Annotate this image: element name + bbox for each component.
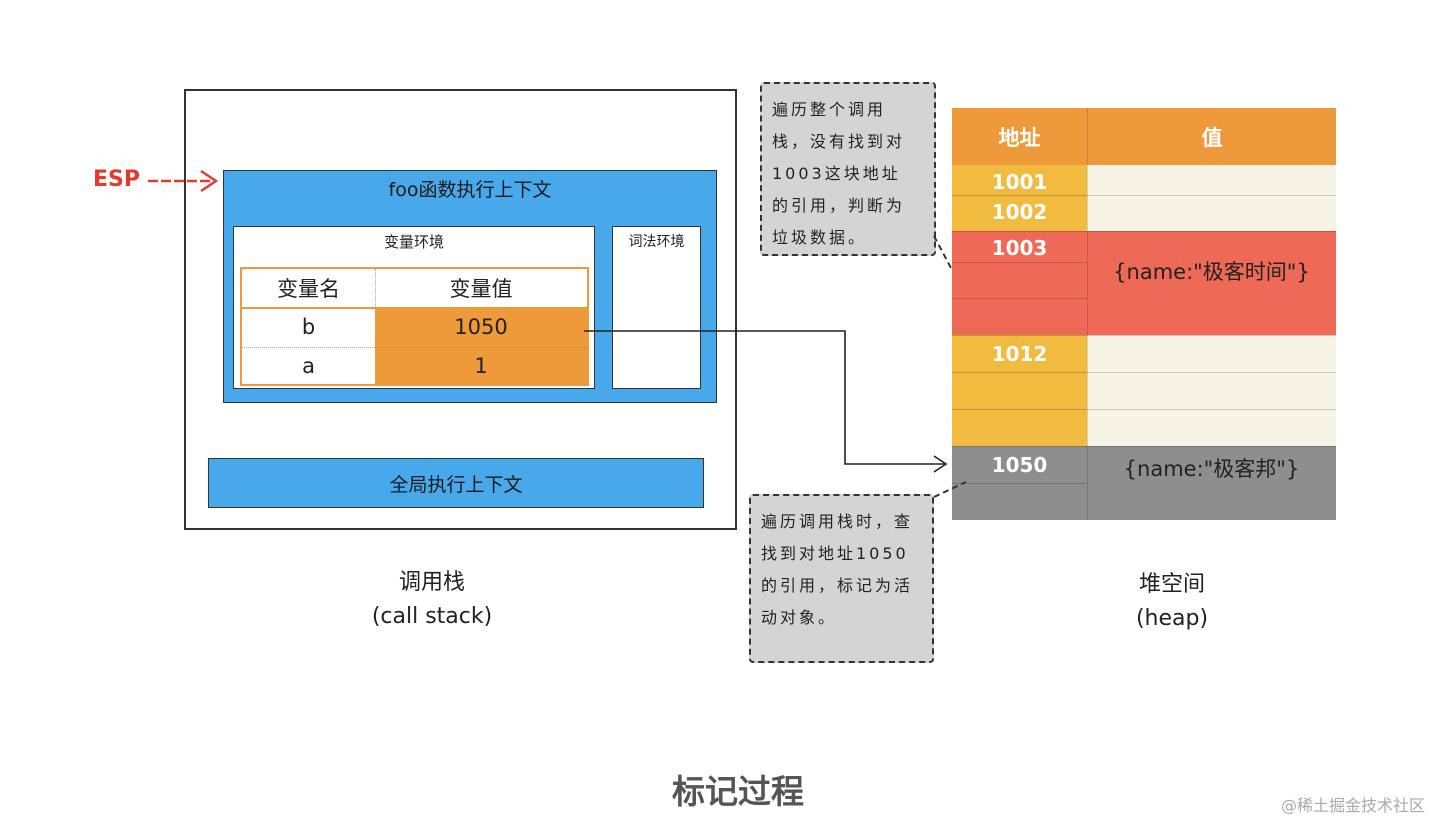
- heap-value-1050: {name:"极客邦"}: [1123, 457, 1300, 481]
- heap-row-line: [952, 262, 1087, 263]
- heap-value-1003: {name:"极客时间"}: [1113, 260, 1310, 284]
- heap-caption-cn: 堆空间: [1138, 572, 1205, 597]
- callout-line: 垃圾数据。: [772, 228, 868, 247]
- global-context-title: 全局执行上下文: [389, 473, 523, 496]
- heap-address-1001: 1001: [991, 170, 1048, 194]
- reference-arrow-head: [933, 455, 948, 473]
- callout-top-tail: [933, 235, 952, 269]
- global-execution-context: 全局执行上下文: [208, 458, 704, 508]
- heap-block-1002-address-cell: [952, 195, 1087, 231]
- table-divider: [242, 307, 587, 309]
- diagram-title: 标记过程: [672, 772, 804, 811]
- heap-row-line: [952, 231, 1336, 232]
- watermark: @稀土掘金技术社区: [1280, 796, 1425, 815]
- heap-row-line: [952, 483, 1087, 484]
- heap-block-1001-value-cell: [1087, 165, 1336, 195]
- callout-bottom-tail: [933, 481, 967, 498]
- heap-row-line: [952, 372, 1336, 373]
- callout-line: 1003这块地址: [772, 164, 901, 183]
- callout-line: 的引用，标记为活: [761, 576, 914, 595]
- table-divider: [375, 269, 376, 307]
- reference-connector-line: [584, 330, 944, 465]
- callout-line: 栈，没有找到对: [772, 132, 906, 151]
- variable-table: 变量名 变量值 b 1050 a 1: [240, 267, 589, 386]
- call-stack-caption-cn: 调用栈: [398, 570, 465, 595]
- call-stack-box: [184, 89, 737, 530]
- lexical-environment-title: 词法环境: [628, 234, 685, 250]
- callout-line: 遍历调用栈时，查: [761, 512, 914, 531]
- callout-line: 动对象。: [761, 608, 838, 627]
- heap-header-value-label: 值: [1201, 125, 1223, 150]
- heap-header-address: 地址: [952, 108, 1087, 165]
- header-var-value: 变量值: [449, 277, 513, 301]
- call-stack-caption-en: (call stack): [371, 604, 493, 629]
- foo-context-title: foo函数执行上下文: [388, 179, 552, 201]
- callout-active-object: 遍历调用栈时，查 找到对地址1050 的引用，标记为活 动对象。: [749, 494, 934, 663]
- heap-block-1002-value-cell: [1087, 195, 1336, 231]
- callout-line: 找到对地址1050: [761, 544, 909, 563]
- variable-environment-title: 变量环境: [383, 233, 444, 251]
- heap-header-value: 值: [1087, 108, 1336, 165]
- heap-block-1012-value-cell: [1087, 335, 1336, 446]
- heap-header-address-label: 地址: [998, 125, 1041, 150]
- heap-column-divider: [1087, 165, 1088, 520]
- row-b-name: b: [301, 315, 316, 339]
- row-a-name: a: [302, 353, 315, 378]
- heap-row-line: [952, 195, 1336, 196]
- heap-address-1002: 1002: [991, 200, 1048, 224]
- heap-caption: 堆空间 (heap): [1072, 568, 1272, 636]
- callout-line: 的引用，判断为: [772, 196, 906, 215]
- heap-row-line: [952, 446, 1336, 447]
- lexical-environment: [612, 226, 701, 389]
- heap-block-1001-address-cell: [952, 165, 1087, 195]
- heap-row-line: [952, 335, 1336, 336]
- heap-address-1050: 1050: [991, 453, 1048, 477]
- heap-address-1012: 1012: [991, 342, 1048, 366]
- heap-block-1050-address-cell: [952, 446, 1087, 520]
- row-a-value: 1: [375, 347, 587, 384]
- table-divider: [375, 347, 587, 348]
- esp-arrow-head: [200, 169, 219, 193]
- heap-address-1003: 1003: [991, 236, 1048, 260]
- heap-block-1012-address-cell: [952, 335, 1087, 446]
- heap-row-line: [952, 409, 1336, 410]
- callout-garbage-data: 遍历整个调用 栈，没有找到对 1003这块地址 的引用，判断为 垃圾数据。: [760, 82, 936, 256]
- callout-line: 遍历整个调用: [772, 100, 887, 119]
- row-b-value: 1050: [375, 307, 587, 347]
- heap-block-1050-value-cell: [1087, 446, 1336, 520]
- heap-caption-en: (heap): [1135, 606, 1209, 631]
- esp-label: ESP: [93, 167, 140, 192]
- heap-block-1003-value-cell: [1087, 231, 1336, 335]
- heap-block-1003-address-cell: [952, 231, 1087, 335]
- header-var-name: 变量名: [277, 277, 340, 301]
- call-stack-caption: 调用栈 (call stack): [332, 566, 532, 634]
- table-divider: [242, 347, 375, 348]
- heap-row-line: [952, 298, 1087, 299]
